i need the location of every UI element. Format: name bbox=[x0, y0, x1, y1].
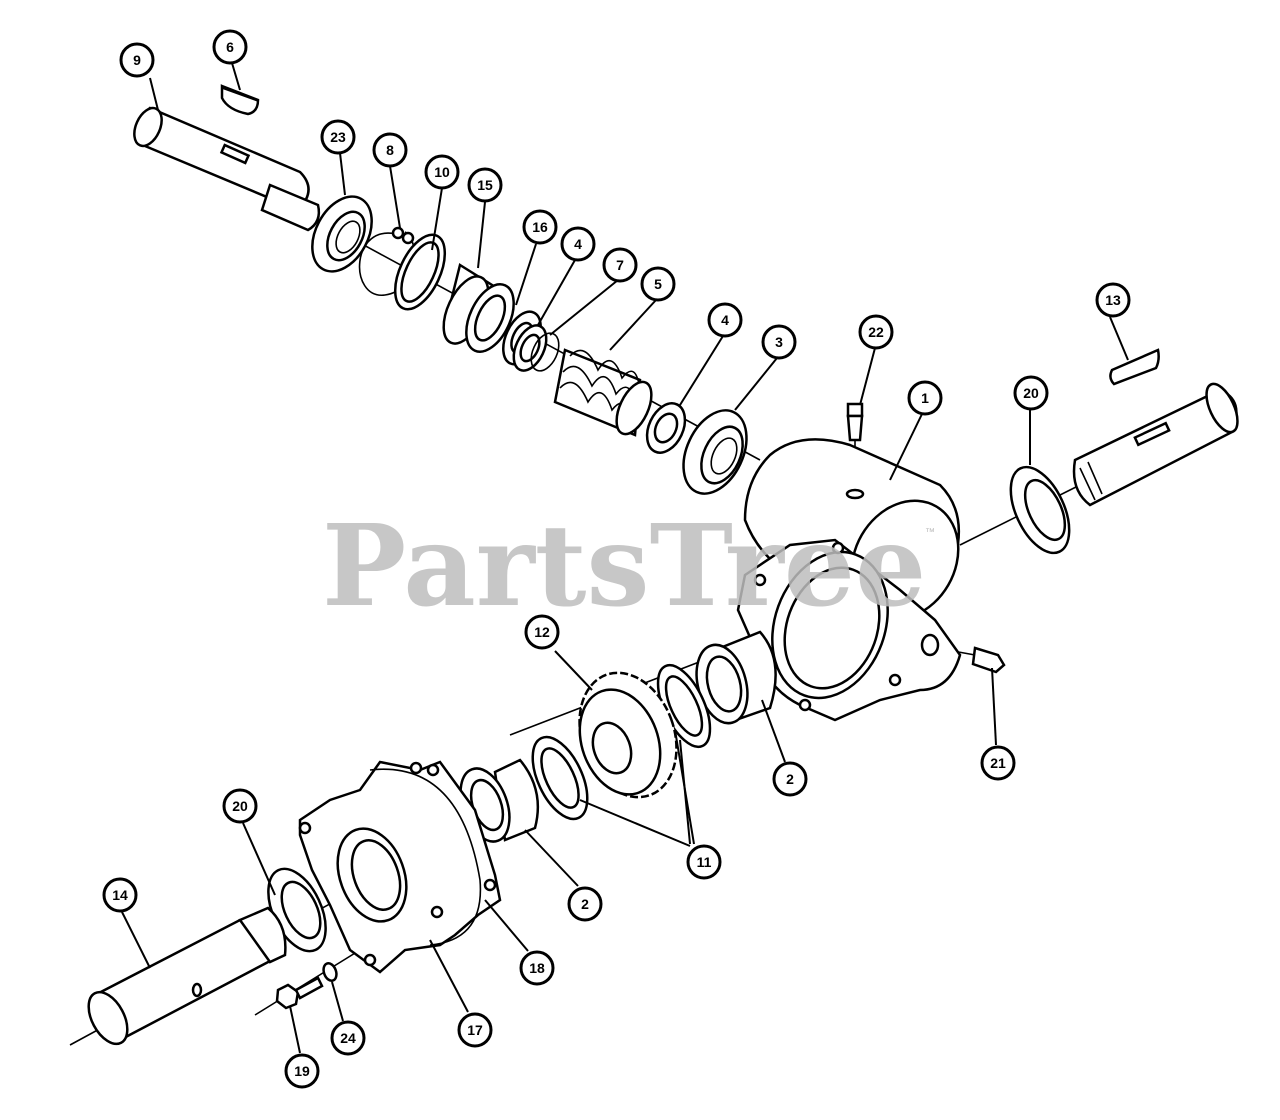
watermark-text: PartsTree bbox=[322, 501, 926, 632]
oil-seal-part-20-left bbox=[267, 867, 327, 953]
callout-label: 20 bbox=[1023, 385, 1039, 401]
callout-label: 1 bbox=[921, 390, 929, 406]
callout-label: 7 bbox=[616, 257, 624, 273]
output-shaft-right bbox=[1072, 382, 1239, 507]
oil-seal-part-20-right bbox=[1009, 465, 1071, 555]
callout-22: 22 bbox=[858, 314, 894, 350]
callout-label: 13 bbox=[1105, 292, 1121, 308]
callout-label: 20 bbox=[232, 798, 248, 814]
callout-label: 9 bbox=[133, 52, 141, 68]
callout-8: 8 bbox=[372, 132, 408, 168]
callout-label: 15 bbox=[477, 177, 493, 193]
callout-label: 3 bbox=[775, 334, 783, 350]
bushing-part-2-upper bbox=[695, 630, 777, 725]
callout-label: 16 bbox=[532, 219, 548, 235]
input-shaft-part-9 bbox=[133, 106, 321, 232]
needle-bearing-part-15 bbox=[442, 263, 515, 353]
callout-12: 12 bbox=[524, 614, 560, 650]
callout-15: 15 bbox=[467, 167, 503, 203]
spur-gear-part-12 bbox=[578, 671, 678, 799]
callout-24: 24 bbox=[330, 1020, 366, 1056]
thrust-washer-part-11-lower bbox=[531, 735, 589, 821]
callout-21: 21 bbox=[980, 745, 1016, 781]
callout-16: 16 bbox=[522, 209, 558, 245]
callout-label: 22 bbox=[868, 324, 884, 340]
callout-6: 6 bbox=[212, 29, 248, 65]
watermark: PartsTree ™ bbox=[322, 501, 935, 632]
callout-13: 13 bbox=[1095, 282, 1131, 318]
callout-11: 11 bbox=[686, 844, 722, 880]
bearing-part-23 bbox=[311, 195, 373, 273]
lock-washer-part-24 bbox=[322, 962, 338, 982]
callout-label: 11 bbox=[697, 854, 712, 870]
worm-gear-part-5 bbox=[553, 348, 653, 437]
callout-18: 18 bbox=[519, 950, 555, 986]
callout-9: 9 bbox=[119, 42, 155, 78]
callout-20-left: 20 bbox=[222, 788, 258, 824]
key-part-13 bbox=[1109, 348, 1160, 386]
callout-label: 14 bbox=[112, 887, 128, 903]
callout-4-upper: 4 bbox=[560, 226, 596, 262]
callout-3: 3 bbox=[761, 324, 797, 360]
callout-label: 10 bbox=[434, 164, 450, 180]
bolt-part-19 bbox=[275, 976, 324, 1010]
callout-20-right: 20 bbox=[1013, 375, 1049, 411]
callout-label: 21 bbox=[990, 755, 1006, 771]
gear-housing-part-1 bbox=[736, 438, 962, 722]
callout-label: 8 bbox=[386, 142, 394, 158]
leader-lines bbox=[121, 62, 1129, 1054]
callout-label: 17 bbox=[467, 1022, 483, 1038]
callout-19: 19 bbox=[284, 1053, 320, 1089]
ball-bearing-part-3 bbox=[682, 409, 748, 495]
callouts: 9 6 23 8 10 15 16 4 7 5 4 3 22 1 20 13 1… bbox=[102, 29, 1131, 1089]
callout-10: 10 bbox=[424, 154, 460, 190]
washer-part-10 bbox=[393, 233, 447, 311]
callout-5: 5 bbox=[640, 266, 676, 302]
callout-label: 2 bbox=[581, 896, 589, 912]
callout-4-lower: 4 bbox=[707, 302, 743, 338]
callout-label: 12 bbox=[534, 624, 550, 640]
callout-2-upper: 2 bbox=[772, 761, 808, 797]
callout-17: 17 bbox=[457, 1012, 493, 1048]
watermark-trademark: ™ bbox=[925, 527, 935, 538]
callout-label: 6 bbox=[226, 39, 234, 55]
callout-label: 4 bbox=[721, 312, 729, 328]
callout-1: 1 bbox=[907, 380, 943, 416]
callout-23: 23 bbox=[320, 119, 356, 155]
spacer-part-4-upper bbox=[512, 324, 548, 372]
callout-label: 5 bbox=[654, 276, 662, 292]
callout-2-lower: 2 bbox=[567, 886, 603, 922]
callout-label: 18 bbox=[529, 960, 545, 976]
output-shaft-part-14 bbox=[87, 906, 287, 1046]
callout-label: 19 bbox=[294, 1063, 310, 1079]
cover-part-17 bbox=[298, 760, 502, 974]
retaining-ring-part-7 bbox=[530, 332, 560, 372]
callout-label: 23 bbox=[330, 129, 346, 145]
callout-label: 2 bbox=[786, 771, 794, 787]
callout-label: 4 bbox=[574, 236, 582, 252]
woodruff-key-part-6 bbox=[220, 84, 260, 116]
callout-7: 7 bbox=[602, 247, 638, 283]
callout-label: 24 bbox=[340, 1030, 356, 1046]
callout-14: 14 bbox=[102, 877, 138, 913]
grease-fitting-part-22 bbox=[845, 402, 865, 500]
spacer-part-4-lower bbox=[645, 402, 687, 454]
pipe-plug-part-21 bbox=[971, 646, 1006, 674]
